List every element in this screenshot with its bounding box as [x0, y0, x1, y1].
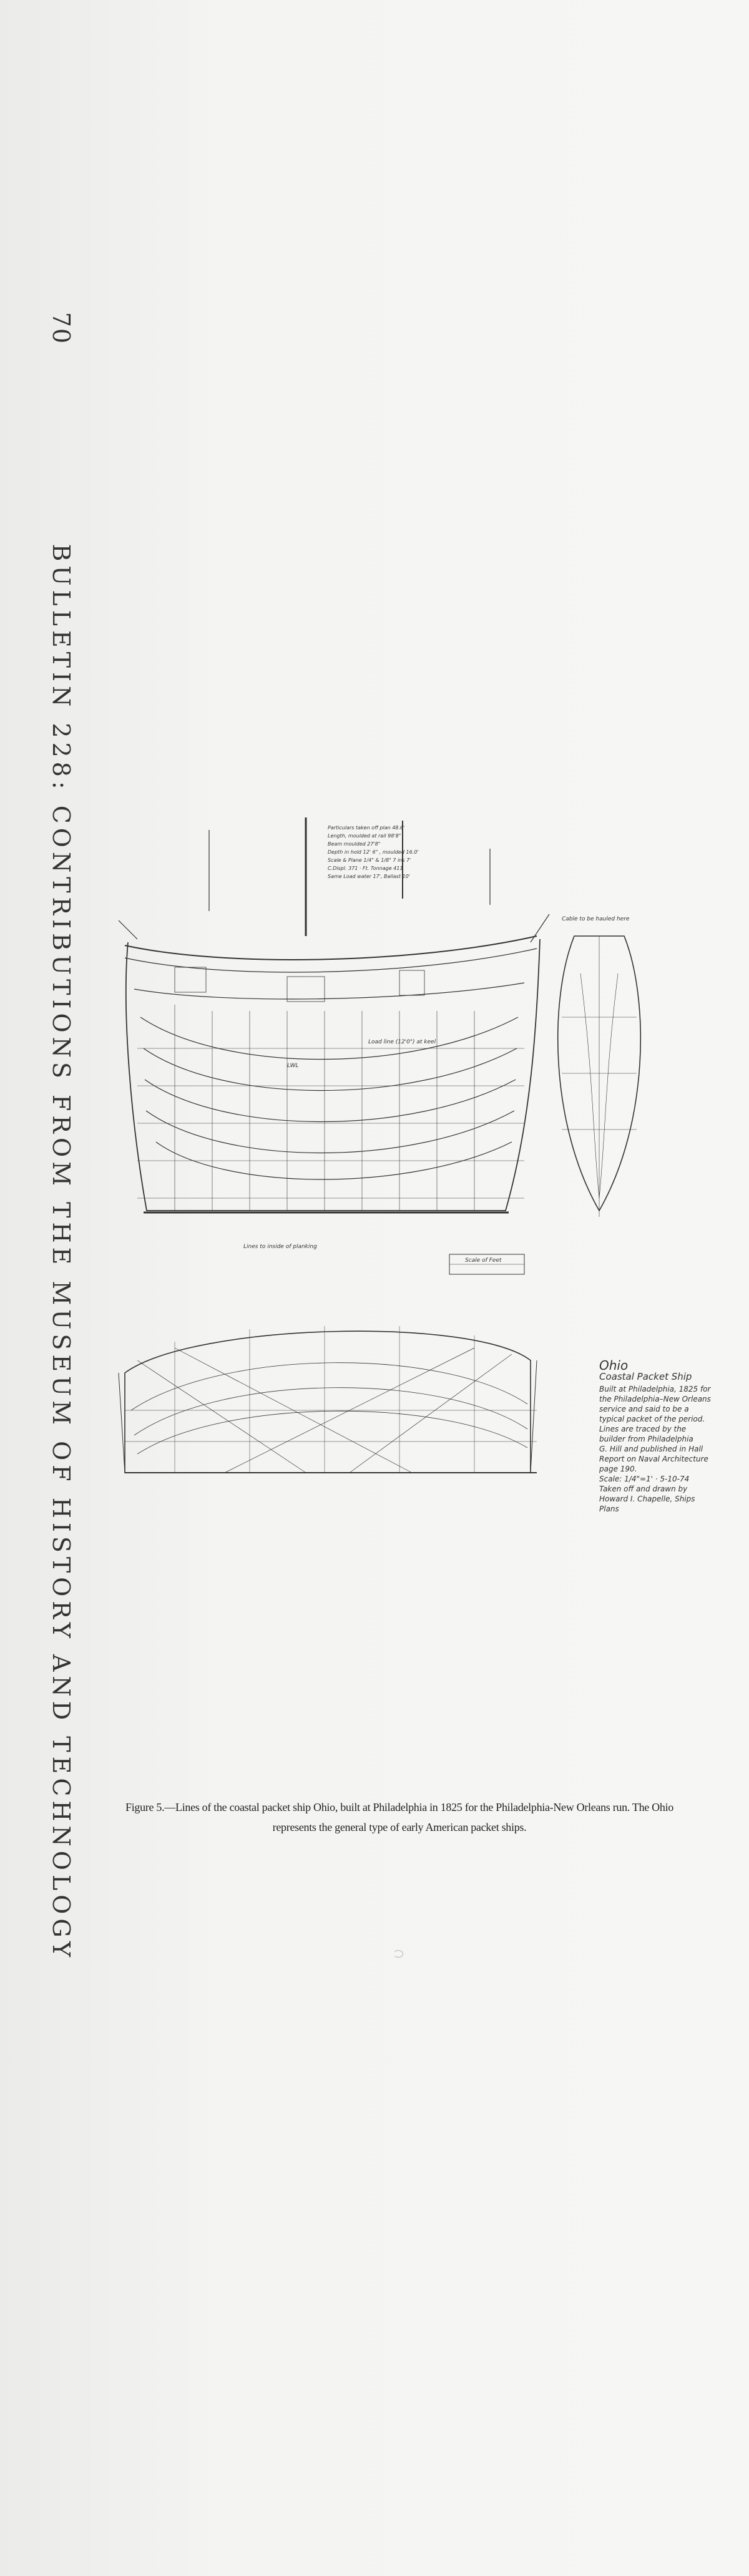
title-block-line: G. Hill and published in Hall	[599, 1445, 703, 1453]
wale-line	[134, 982, 525, 1000]
ship-type: Coastal Packet Ship	[599, 1371, 692, 1382]
title-block-line: builder from Philadelphia	[599, 1435, 693, 1443]
spec-line: C.Displ. 371 · Ft. Tonnage 411	[328, 866, 403, 871]
page-number: 70	[47, 312, 75, 345]
waterline-2	[143, 1048, 517, 1091]
title-block-line: Report on Naval Architecture	[599, 1455, 708, 1463]
jib-boom	[118, 920, 138, 940]
stem-note-label: Cable to be hauled here	[562, 916, 630, 922]
half-breadth-plan	[124, 1330, 531, 1473]
spec-line: Beam moulded 27'8"	[328, 841, 381, 847]
spec-line: Length, moulded at rail 98'8"	[328, 833, 401, 839]
waterline-5	[155, 1141, 512, 1180]
lwl-label: LWL	[287, 1063, 299, 1069]
paper-mark	[393, 1950, 403, 1958]
spec-line: Scale & Plane 1/4" & 1/8" 7 ins 7'	[328, 857, 411, 863]
spec-line: Depth in hold 12' 6" , moulded 16.0'	[328, 849, 419, 855]
hull-profile	[125, 939, 541, 1211]
sheer-line	[124, 935, 537, 960]
lines-plan-svg: Load line (12'0") at keel LWL Lines to i…	[118, 817, 642, 1473]
waterline-4	[145, 1110, 515, 1154]
running-head-text: 70 BULLETIN 228: CONTRIBUTIONS FROM THE …	[47, 312, 75, 1961]
spec-line: Same Load water 17', Ballast 10'	[328, 874, 410, 879]
title-block-line: Lines are traced by the	[599, 1425, 687, 1433]
load-waterline	[140, 1017, 519, 1060]
title-block-line: page 190.	[599, 1465, 637, 1473]
title-block-line: Howard I. Chapelle, Ships Plans	[599, 1495, 695, 1513]
title-block-line: the Philadelphia–New Orleans	[599, 1395, 711, 1403]
title-block-line: service and said to be a	[599, 1405, 689, 1413]
title-block-line: Built at Philadelphia, 1825 for	[599, 1385, 711, 1393]
rail-line	[124, 948, 537, 973]
title-block-line: Taken off and drawn by	[599, 1485, 688, 1493]
drawing-title-block: Ohio Coastal Packet Ship Built at Philad…	[599, 1358, 712, 1514]
scale-label: Scale of Feet	[465, 1257, 502, 1264]
waterline-3	[144, 1079, 516, 1123]
particulars-notes: Particulars taken off plan 48.6' Length,…	[328, 824, 428, 881]
stern-rail	[530, 914, 550, 943]
title-block-line: typical packet of the period.	[599, 1415, 705, 1423]
ship-name: Ohio	[599, 1358, 629, 1373]
planking-label: Lines to inside of planking	[243, 1244, 317, 1250]
figure-caption: Figure 5.—Lines of the coastal packet sh…	[125, 1801, 673, 1833]
spec-line: Particulars taken off plan 48.6'	[328, 825, 405, 831]
load-line-label: Load line (12'0") at keel	[368, 1039, 436, 1045]
ship-lines-drawing: Load line (12'0") at keel LWL Lines to i…	[100, 811, 662, 1735]
running-head-title: BULLETIN 228: CONTRIBUTIONS FROM THE MUS…	[47, 544, 75, 1962]
title-block-line: Scale: 1/4"=1' · 5-10-74	[599, 1475, 690, 1483]
